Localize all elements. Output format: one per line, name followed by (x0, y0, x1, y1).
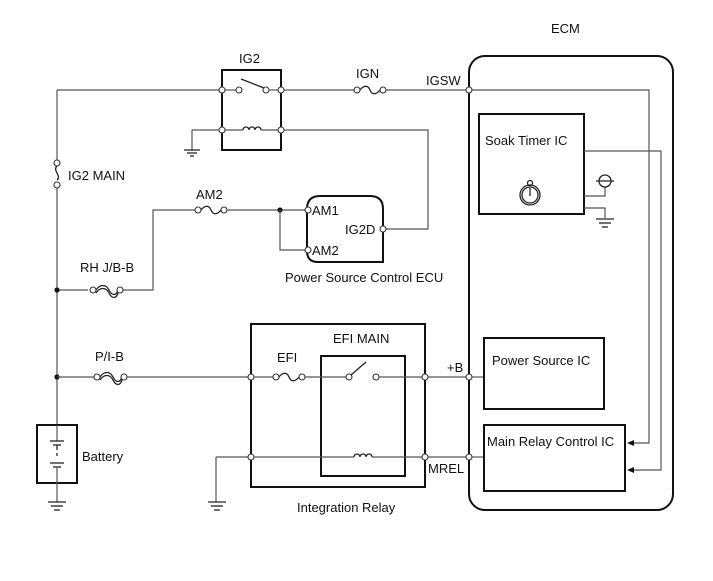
mrel-terminal (465, 453, 473, 461)
am2-terminal (304, 246, 312, 254)
power-supply-icon (596, 174, 614, 188)
battery-label: Battery (82, 449, 124, 464)
igsw-terminal (465, 86, 473, 94)
efi-label: EFI (277, 350, 297, 365)
junction-dot (54, 287, 60, 293)
efi-fuse-icon (272, 372, 306, 382)
soak-timer-label: Soak Timer IC (485, 133, 567, 148)
ig2-main-fuse-icon (53, 159, 61, 189)
wire-soak-timer-mrc (584, 150, 662, 471)
ig2d-terminal (379, 225, 387, 233)
ign-label: IGN (356, 66, 379, 81)
ign-fuse-icon (353, 85, 387, 95)
rh-jb-b-fuse-icon (88, 284, 124, 299)
wire-ig2-coil-ig2d (284, 129, 429, 230)
ecm-label: ECM (551, 21, 580, 36)
ig2-main-label: IG2 MAIN (68, 168, 125, 183)
am1-pin-label: AM1 (312, 203, 339, 218)
stopwatch-icon (519, 179, 541, 206)
integration-relay-terminal (247, 373, 255, 381)
wire-igsw-internal (472, 89, 650, 444)
power-source-control-ecu-box (306, 195, 384, 263)
mrel-label: MREL (428, 461, 464, 476)
wire-soak-timer-ground (584, 207, 606, 218)
plus-b-label: +B (447, 360, 463, 375)
am2-pin-label: AM2 (312, 243, 339, 258)
am2-fuse-icon (194, 205, 228, 215)
efi-main-relay-box (320, 355, 406, 477)
p-i-b-label: P/I-B (95, 349, 124, 364)
plus-b-terminal (465, 373, 473, 381)
p-i-b-fuse-icon (93, 371, 128, 386)
integration-relay-terminal (421, 453, 429, 461)
am1-terminal (304, 206, 312, 214)
ground-icon (48, 501, 66, 511)
am2-fuse-label: AM2 (196, 187, 223, 202)
power-source-ic-box (483, 337, 605, 410)
integration-relay-terminal (421, 373, 429, 381)
ground-icon (208, 501, 226, 511)
main-relay-control-ic-label: Main Relay Control IC (487, 434, 614, 449)
main-relay-control-ic-box (483, 424, 626, 492)
ground-icon (184, 149, 200, 157)
soak-timer-ic-box (478, 113, 585, 215)
ig2-terminal (277, 126, 285, 134)
efi-main-label: EFI MAIN (333, 331, 389, 346)
ecm-enclosure (468, 55, 674, 511)
rh-jb-b-label: RH J/B-B (80, 260, 134, 275)
ig2-label: IG2 (239, 51, 260, 66)
power-source-ic-label: Power Source IC (492, 353, 590, 368)
wire-soak-timer-vcc (584, 187, 606, 197)
ig2-terminal (277, 86, 285, 94)
ig2-terminal (218, 86, 226, 94)
efi-main-coil-icon (353, 453, 373, 458)
power-source-control-ecu-label: Power Source Control ECU (285, 270, 443, 285)
wire-rhjb-am2 (57, 209, 195, 291)
integration-relay-terminal (247, 453, 255, 461)
arrow-icon (627, 467, 634, 473)
battery-icon (50, 425, 64, 502)
integration-relay-label: Integration Relay (297, 500, 396, 515)
ig2-relay-box (221, 69, 282, 151)
ground-icon (596, 218, 614, 228)
efi-main-switch-icon (345, 361, 380, 381)
ig2d-pin-label: IG2D (345, 222, 375, 237)
arrow-icon (627, 440, 634, 446)
ig2-switch-icon (222, 78, 281, 94)
ig2-coil-icon (222, 126, 281, 131)
integration-relay-box (250, 323, 426, 488)
ig2-terminal (218, 126, 226, 134)
igsw-label: IGSW (426, 73, 461, 88)
wire-am2-pin (279, 210, 305, 251)
